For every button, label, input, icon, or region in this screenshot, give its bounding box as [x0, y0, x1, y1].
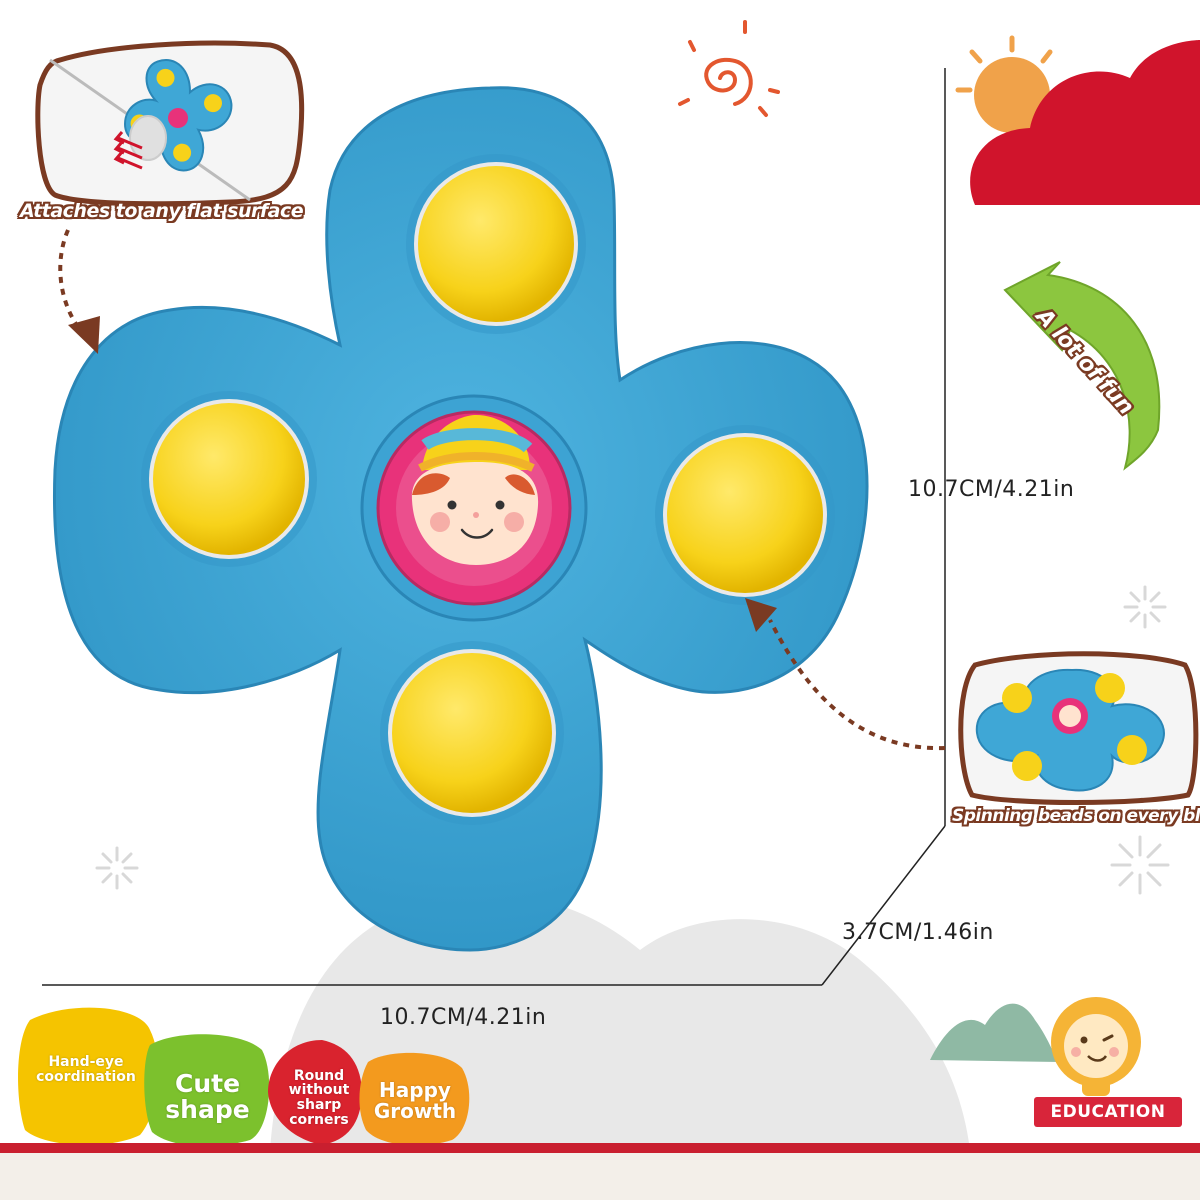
badge-round — [268, 1040, 362, 1145]
feature-line: coordination — [36, 1069, 136, 1085]
feature-line: Round without — [288, 1067, 350, 1099]
beads-caption: Spinning beads on every blad — [952, 806, 1200, 826]
bottom-stripe — [0, 1143, 1200, 1153]
lion-icon — [1051, 997, 1141, 1096]
feature-line: Growth — [373, 1099, 457, 1123]
boy-face-icon — [411, 415, 539, 565]
bead-bottom — [388, 649, 556, 817]
bead-top — [414, 162, 578, 326]
feature-line: Cute — [174, 1068, 241, 1098]
feature-line: sharp corners — [289, 1097, 349, 1128]
bead-left — [149, 399, 309, 559]
badge-cute — [144, 1034, 270, 1147]
red-cloud — [970, 40, 1200, 205]
bead-right — [663, 433, 827, 597]
fun-arrow — [1003, 261, 1161, 471]
education-badge: EDUCATION — [1034, 1097, 1182, 1127]
width-dimension: 10.7CM/4.21in — [380, 1005, 547, 1030]
spinner-toy — [52, 86, 869, 952]
feature-badges — [18, 1007, 470, 1147]
badge-hand-eye — [18, 1007, 159, 1146]
attach-caption: Attaches to any flat surface — [20, 200, 304, 222]
sparkle-icon — [95, 585, 1170, 895]
attach-arrow — [58, 229, 100, 354]
badge-happy — [359, 1052, 470, 1146]
feature-line: Hand-eye — [48, 1054, 124, 1071]
feature-line: shape — [165, 1095, 250, 1124]
sun-icon — [955, 35, 1053, 133]
beads-inset — [958, 651, 1199, 805]
feature-line: Happy — [379, 1078, 451, 1102]
attach-inset — [35, 40, 305, 207]
bottom-bar — [0, 1153, 1200, 1200]
height-dimension: 10.7CM/4.21in — [908, 477, 1075, 502]
swirl-icon — [678, 20, 780, 117]
dimension-lines — [42, 68, 946, 986]
beads-arrow — [745, 598, 946, 751]
depth-dimension: 3.7CM/1.46in — [842, 920, 994, 945]
